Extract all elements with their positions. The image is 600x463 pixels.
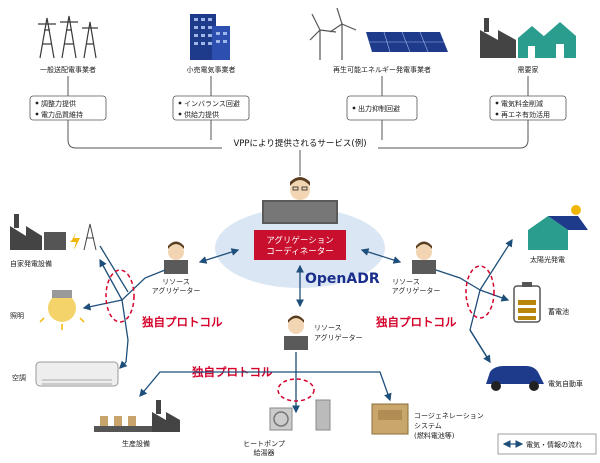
heat-pump-icon bbox=[269, 399, 331, 431]
service-text: 電力品質維持 bbox=[41, 110, 83, 119]
battery-icon bbox=[513, 282, 541, 323]
legend-box bbox=[497, 433, 597, 455]
resource-label-cogen1: コージェネレーション bbox=[414, 412, 484, 420]
resource-label-cogen3: (燃料電池等) bbox=[414, 431, 455, 440]
protocol-ellipse-left bbox=[105, 269, 135, 323]
aggregator-bottom-line2: アグリゲーター bbox=[314, 333, 363, 342]
aggregator-bottom-line1: リソース bbox=[314, 324, 342, 332]
service-text: 電気料金削減 bbox=[501, 99, 543, 108]
arrow-right-aggregator bbox=[360, 248, 402, 264]
protocol-ellipse-right bbox=[465, 265, 495, 319]
resource-label-production: 生産設備 bbox=[122, 439, 150, 448]
actor-label-retail: 小売電気事業者 bbox=[187, 65, 236, 74]
transmission-tower-icon bbox=[38, 15, 98, 59]
service-text: インバランス回避 bbox=[184, 99, 240, 108]
person-laptop-icon bbox=[284, 315, 308, 350]
vpp-services-label: VPPにより提供されるサービス(例) bbox=[233, 138, 366, 149]
house-solar-icon bbox=[528, 205, 588, 250]
coordinator-box bbox=[254, 230, 346, 260]
resource-label-heatpump: ヒートポンプ bbox=[243, 440, 285, 448]
coordinator-line1: アグリゲーション bbox=[266, 235, 333, 246]
resource-label-waterheater: 給湯器 bbox=[254, 448, 275, 457]
service-text: 供給力提供 bbox=[184, 110, 219, 119]
cogeneration-icon bbox=[371, 403, 409, 435]
aggregator-left-line2: アグリゲーター bbox=[152, 286, 201, 295]
person-laptop-icon bbox=[412, 241, 436, 274]
coordinator-line2: コーディネーター bbox=[266, 246, 333, 257]
light-bulb-icon bbox=[39, 290, 85, 330]
service-text: 調整力提供 bbox=[41, 99, 76, 108]
building-icon bbox=[190, 14, 230, 60]
aggregator-right-line2: アグリゲーター bbox=[392, 286, 441, 295]
electric-car-icon bbox=[486, 366, 544, 391]
resource-label-battery: 蓄電池 bbox=[548, 307, 569, 316]
arrow-left-aggregator bbox=[198, 248, 240, 264]
person-laptop-icon bbox=[164, 241, 188, 274]
resource-label-solar: 太陽光発電 bbox=[530, 255, 565, 264]
aggregator-right-line1: リソース bbox=[392, 278, 420, 286]
actor-label-consumer: 需要家 bbox=[518, 65, 539, 74]
conveyor-factory-icon bbox=[94, 400, 180, 432]
factory-generator-icon bbox=[10, 214, 97, 251]
resource-label-generator: 自家発電設備 bbox=[10, 259, 52, 268]
protocol-label-left: 独自プロトコル bbox=[142, 315, 223, 329]
legend-label: 電気・情報の流れ bbox=[526, 440, 582, 449]
protocol-label-right: 独自プロトコル bbox=[376, 315, 457, 329]
service-text: 再エネ有効活用 bbox=[501, 110, 550, 119]
person-laptop-icon bbox=[262, 177, 338, 224]
wind-solar-icon bbox=[309, 7, 448, 60]
openadr-label: OpenADR bbox=[305, 271, 380, 287]
resource-label-ev: 電気自動車 bbox=[548, 379, 583, 388]
factory-house-icon bbox=[480, 18, 576, 58]
aggregator-left-line1: リソース bbox=[162, 278, 190, 286]
air-conditioner-icon bbox=[35, 361, 119, 387]
resource-label-lighting: 照明 bbox=[10, 312, 24, 320]
resource-label-aircon: 空調 bbox=[12, 373, 26, 382]
actor-label-grid: 一般送配電事業者 bbox=[40, 65, 96, 74]
protocol-ellipse-bottom bbox=[277, 378, 315, 402]
service-text: 出力抑制回避 bbox=[358, 104, 400, 113]
resource-label-cogen2: システム bbox=[414, 422, 442, 430]
actor-label-renewable: 再生可能エネルギー発電事業者 bbox=[333, 65, 431, 74]
